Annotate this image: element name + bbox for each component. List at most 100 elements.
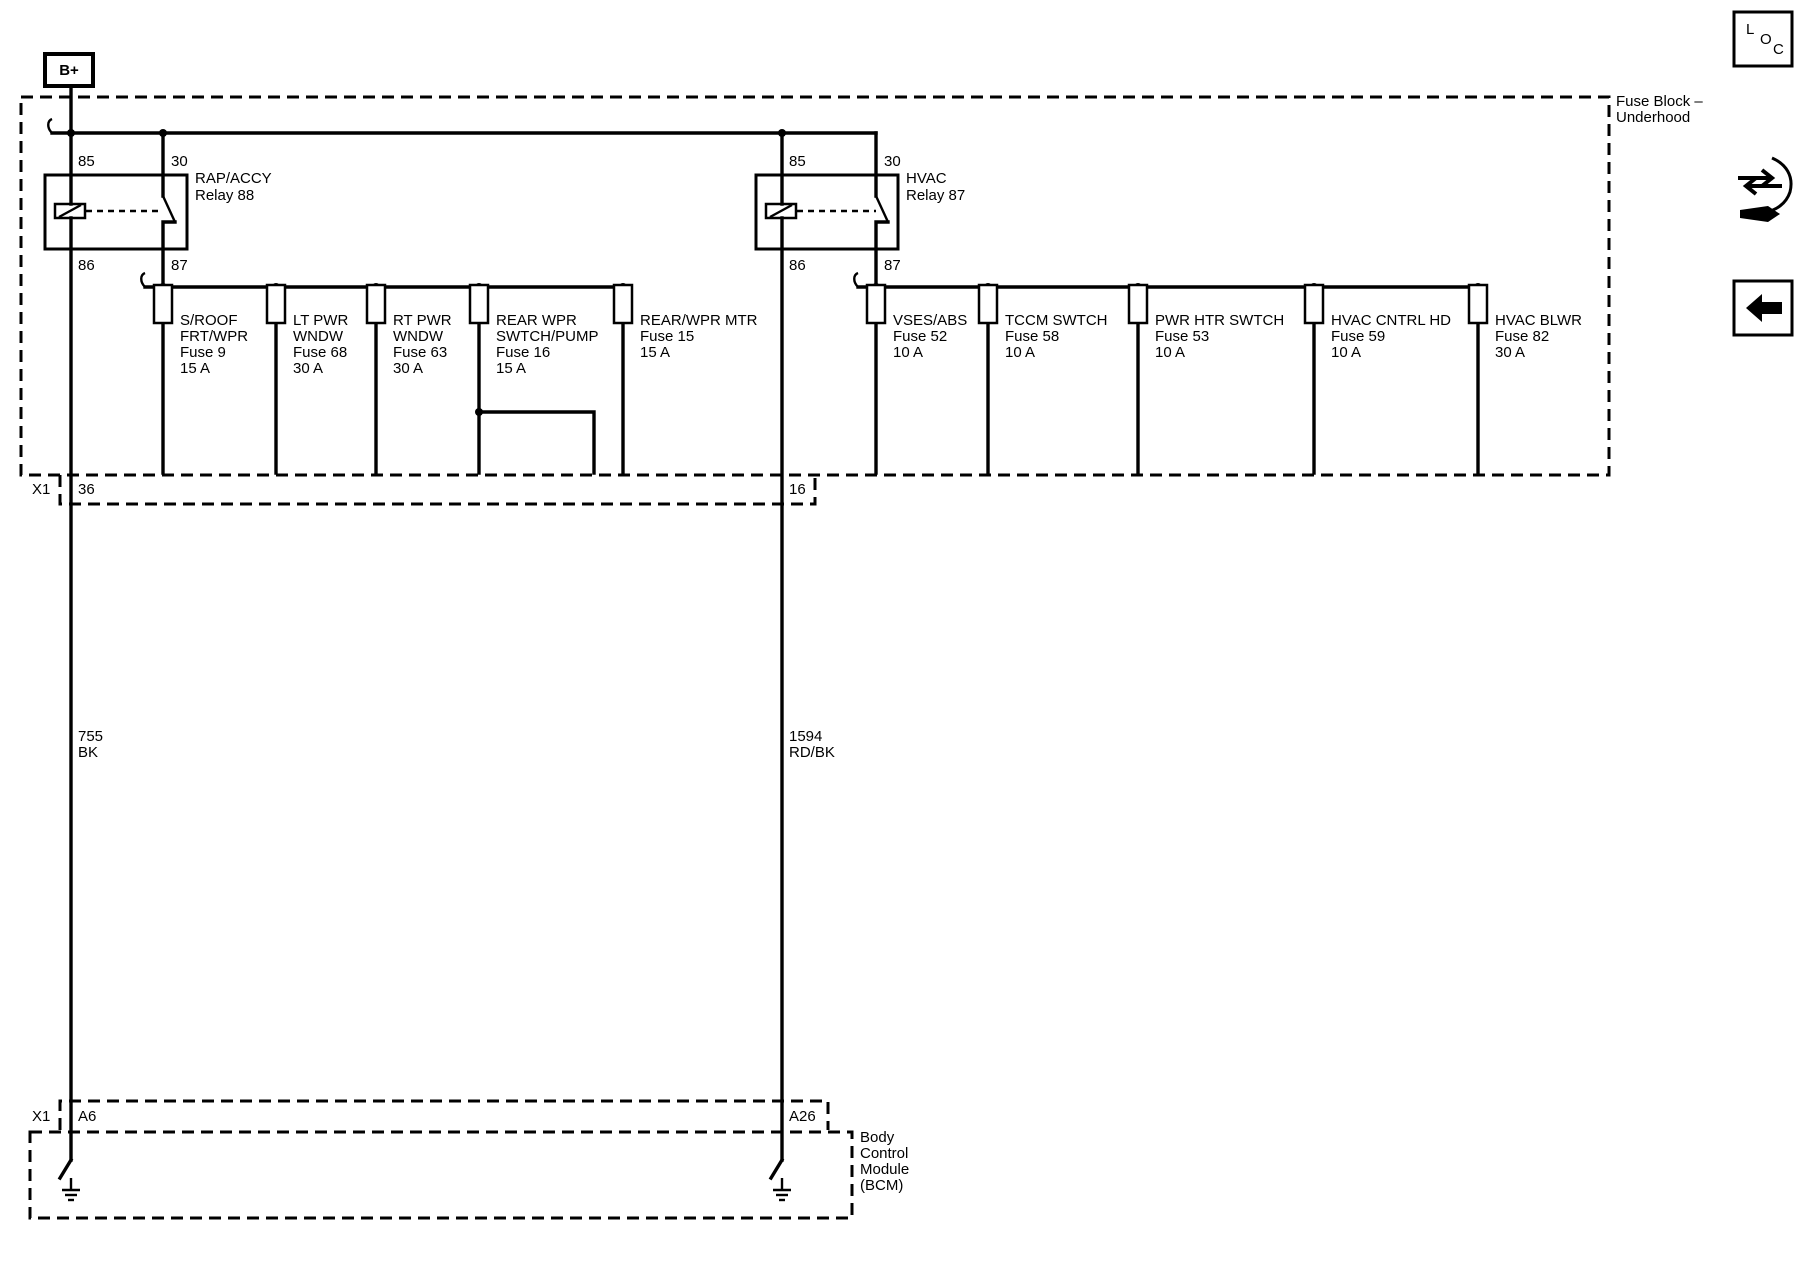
back-arrow-icon bbox=[1746, 294, 1782, 322]
fuse-label-line: RT PWR bbox=[393, 312, 452, 329]
loc-button[interactable]: L O C bbox=[1732, 10, 1794, 68]
fuse-label-line: Fuse 9 bbox=[180, 344, 226, 361]
connector-button[interactable] bbox=[1738, 156, 1793, 222]
relay-pin-87: 87 bbox=[171, 257, 188, 274]
bcm-boundary bbox=[28, 1130, 854, 1220]
fuse-body bbox=[1467, 283, 1489, 325]
connector-boundary bbox=[58, 475, 817, 506]
fuse-label-line: 10 A bbox=[1005, 344, 1035, 361]
relay-pin-30: 30 bbox=[171, 153, 188, 170]
relay-rap-accy: 85 30 86 87 RAP/ACCY Relay 88 bbox=[43, 153, 272, 274]
fuse-label-line: 15 A bbox=[180, 360, 210, 377]
fuse-body bbox=[1127, 283, 1149, 325]
relay-pin-86: 86 bbox=[789, 257, 806, 274]
fuse-label-line: S/ROOF bbox=[180, 312, 238, 329]
fuse-block-title-line2: Underhood bbox=[1616, 109, 1690, 126]
bcm-label-line: Control bbox=[860, 1145, 908, 1162]
fuse-label-line: 15 A bbox=[640, 344, 670, 361]
fuse-label-line: REAR/WPR MTR bbox=[640, 312, 758, 329]
fuse-label-line: 10 A bbox=[893, 344, 923, 361]
fuse-label-line: SWTCH/PUMP bbox=[496, 328, 599, 345]
fuse-body bbox=[265, 283, 287, 325]
relay-number: Relay 87 bbox=[906, 187, 965, 204]
bus-break-symbol bbox=[853, 271, 859, 288]
relay-pin-85: 85 bbox=[78, 153, 95, 170]
fuse-label-line: Fuse 59 bbox=[1331, 328, 1385, 345]
connector-wrench-icon bbox=[1738, 156, 1793, 222]
fuse-body bbox=[977, 283, 999, 325]
relay-switch-contact bbox=[874, 195, 890, 223]
connector-x1-upper: X1 36 16 bbox=[32, 475, 817, 506]
relay-pin-30: 30 bbox=[884, 153, 901, 170]
relay-name: RAP/ACCY bbox=[195, 170, 272, 187]
loc-icon bbox=[1732, 10, 1794, 68]
relay-switch-contact bbox=[161, 195, 177, 223]
wire-circuit-number: 1594 bbox=[789, 728, 822, 745]
bplus-bus bbox=[50, 84, 878, 135]
fuse-label-line: Fuse 53 bbox=[1155, 328, 1209, 345]
power-source: B+ bbox=[43, 52, 95, 88]
relay-number: Relay 88 bbox=[195, 187, 254, 204]
fuse-body bbox=[612, 283, 634, 325]
connector-name: X1 bbox=[32, 1108, 50, 1125]
connector-pin: 36 bbox=[78, 481, 95, 498]
fuse-label-line: PWR HTR SWTCH bbox=[1155, 312, 1284, 329]
bcm-input-switch-a26 bbox=[768, 1157, 791, 1202]
wire-color: BK bbox=[78, 744, 98, 761]
back-button[interactable] bbox=[1732, 279, 1794, 337]
wire-circuit-number: 755 bbox=[78, 728, 103, 745]
fuse-label-line: 30 A bbox=[1495, 344, 1525, 361]
svg-text:O: O bbox=[1760, 31, 1772, 48]
bcm-label-line: Module bbox=[860, 1161, 909, 1178]
bcm-label-line: (BCM) bbox=[860, 1177, 903, 1194]
fuse-label-line: Fuse 63 bbox=[393, 344, 447, 361]
fuse-label-line: FRT/WPR bbox=[180, 328, 248, 345]
fuse-label-line: LT PWR bbox=[293, 312, 348, 329]
relay87-switch-wire bbox=[874, 131, 890, 289]
fuse-label-line: Fuse 58 bbox=[1005, 328, 1059, 345]
fuse-block-boundary bbox=[19, 95, 1611, 477]
relay-coil-slash bbox=[58, 203, 82, 219]
fuse-label-line: 30 A bbox=[293, 360, 323, 377]
fuse-label-line: 30 A bbox=[393, 360, 423, 377]
connector-x1-lower: X1 A6 A26 bbox=[32, 1099, 830, 1130]
fuse-label-line: Fuse 16 bbox=[496, 344, 550, 361]
fuse-label-line: 10 A bbox=[1331, 344, 1361, 361]
relay-coil-slash bbox=[769, 203, 793, 219]
relay-pin-85: 85 bbox=[789, 153, 806, 170]
splice-node bbox=[475, 408, 483, 416]
fuse-label-line: Fuse 68 bbox=[293, 344, 347, 361]
connector-pin: A26 bbox=[789, 1108, 816, 1125]
fuse-label-line: Fuse 82 bbox=[1495, 328, 1549, 345]
power-source-label: B+ bbox=[59, 62, 79, 79]
relay-box bbox=[754, 173, 900, 251]
fuse-label-line: WNDW bbox=[393, 328, 444, 345]
svg-text:L: L bbox=[1746, 21, 1754, 38]
fuse-label-line: VSES/ABS bbox=[893, 312, 967, 329]
connector-pin: A6 bbox=[78, 1108, 96, 1125]
fuse-label-line: Fuse 52 bbox=[893, 328, 947, 345]
fuse-label-line: 15 A bbox=[496, 360, 526, 377]
svg-text:C: C bbox=[1773, 41, 1784, 58]
bcm-input-switch-a6 bbox=[57, 1157, 80, 1202]
fuse-body bbox=[865, 283, 887, 325]
fuse-body bbox=[365, 283, 387, 325]
connector-boundary bbox=[58, 1099, 830, 1130]
fuse-block-title-line1: Fuse Block – bbox=[1616, 93, 1703, 110]
relay-pin-86: 86 bbox=[78, 257, 95, 274]
bus-break-symbol bbox=[47, 117, 53, 134]
rear-wpr-loop-wire bbox=[477, 410, 596, 475]
relay-hvac: 85 30 86 87 HVAC Relay 87 bbox=[754, 153, 965, 274]
wire-color: RD/BK bbox=[789, 744, 835, 761]
fuse-label-line: TCCM SWTCH bbox=[1005, 312, 1107, 329]
bcm-switch-contact bbox=[768, 1157, 785, 1181]
bcm-switch-contact bbox=[57, 1157, 74, 1181]
bcm-label-line: Body bbox=[860, 1129, 895, 1146]
fuse-label-line: WNDW bbox=[293, 328, 344, 345]
fuse-label-line: HVAC CNTRL HD bbox=[1331, 312, 1451, 329]
fuse-body bbox=[152, 283, 174, 325]
fuse-label-line: HVAC BLWR bbox=[1495, 312, 1582, 329]
fuse-label-line: Fuse 15 bbox=[640, 328, 694, 345]
